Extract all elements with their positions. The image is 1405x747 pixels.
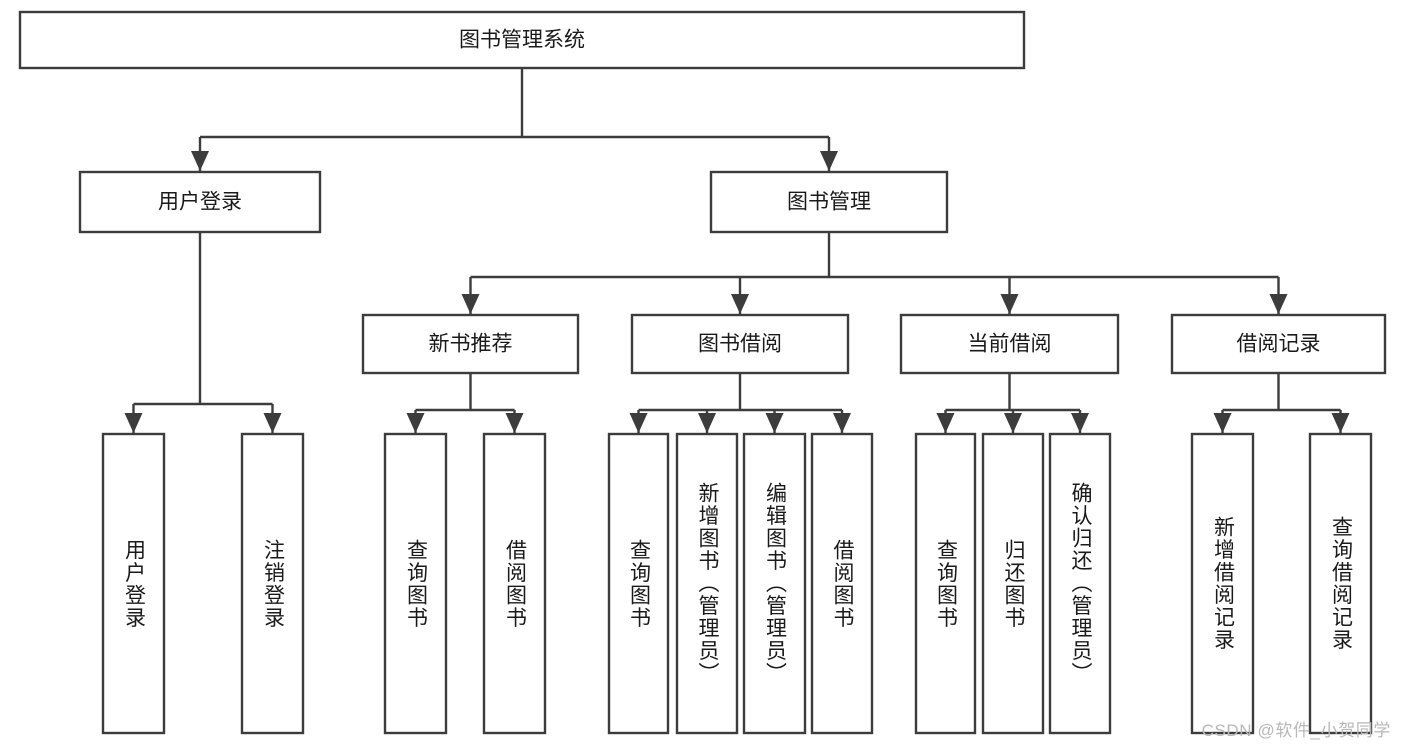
node-l3-label-3: 借阅记录: [1237, 333, 1321, 356]
node-leaf-box-10[interactable]: [1048, 432, 1112, 735]
csdn-watermark: CSDN @软件_小贺同学: [1201, 721, 1391, 740]
arrow-head-icon: [263, 413, 282, 433]
node-l2-label-1: 图书管理: [787, 191, 871, 214]
node-l3-box-3[interactable]: [1170, 313, 1387, 375]
node-leaf-box-4[interactable]: [607, 432, 670, 735]
arrow-head-icon: [833, 413, 851, 433]
arrow-head-icon: [1331, 413, 1350, 433]
arrow-head-icon: [124, 413, 143, 433]
node-l2-label-0: 用户登录: [158, 191, 242, 214]
node-root-box[interactable]: [18, 10, 1026, 70]
node-l3-label-0: 新书推荐: [429, 333, 513, 356]
node-leaf-box-1[interactable]: [240, 432, 305, 735]
arrow-head-icon: [820, 151, 838, 171]
node-leaf-box-12[interactable]: [1308, 432, 1373, 735]
arrow-head-icon: [1071, 413, 1089, 433]
arrow-head-icon: [936, 413, 955, 433]
node-l2-box-1[interactable]: [709, 170, 949, 234]
arrow-head-icon: [731, 294, 749, 314]
node-leaf-box-3[interactable]: [482, 432, 547, 735]
node-root-label: 图书管理系统: [459, 29, 585, 52]
arrow-head-icon: [406, 413, 425, 433]
arrow-head-icon: [1213, 413, 1232, 433]
node-l2-box-0[interactable]: [78, 170, 322, 234]
node-l3-label-1: 图书借阅: [698, 333, 782, 356]
node-leaf-box-6[interactable]: [742, 432, 807, 735]
node-leaf-box-9[interactable]: [981, 432, 1045, 735]
node-leaf-box-2[interactable]: [383, 432, 448, 735]
node-l3-box-1[interactable]: [630, 313, 850, 375]
node-leaf-box-8[interactable]: [914, 432, 977, 735]
node-leaf-box-5[interactable]: [675, 432, 739, 735]
arrow-head-icon: [629, 413, 648, 433]
arrow-head-icon: [765, 413, 784, 433]
arrow-head-icon: [698, 413, 716, 433]
node-l3-label-2: 当前借阅: [968, 333, 1052, 356]
boxes-layer: [18, 10, 1387, 735]
arrow-head-icon: [1004, 413, 1022, 433]
arrow-head-icon: [461, 294, 480, 314]
node-l3-box-0[interactable]: [361, 313, 580, 375]
connectors-layer: [124, 68, 1350, 433]
node-leaf-box-11[interactable]: [1190, 432, 1255, 735]
node-leaf-box-7[interactable]: [810, 432, 874, 735]
arrow-head-icon: [505, 413, 524, 433]
arrow-head-icon: [1269, 294, 1288, 314]
node-leaf-box-0[interactable]: [101, 432, 166, 735]
arrow-head-icon: [191, 151, 209, 171]
arrow-head-icon: [1000, 294, 1019, 314]
node-l3-box-2[interactable]: [899, 313, 1120, 375]
